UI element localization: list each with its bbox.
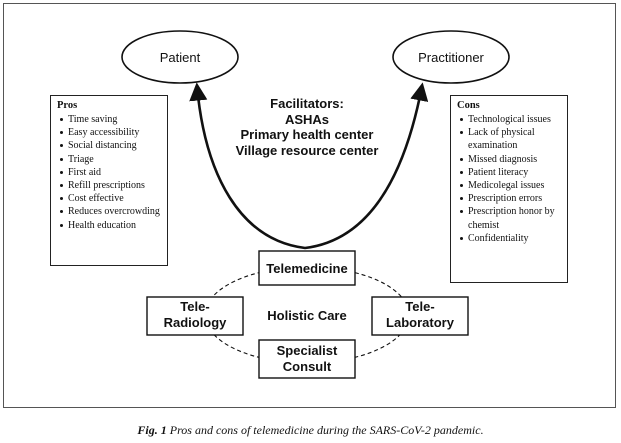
teleradiology-label-line1: Tele- <box>180 299 209 314</box>
practitioner-ellipse <box>392 30 510 84</box>
patient-ellipse <box>121 30 239 84</box>
pros-item: Refill prescriptions <box>60 179 161 192</box>
facilitator-item: ASHAs <box>284 111 330 127</box>
pros-list: Time saving Easy accessibility Social di… <box>57 113 161 232</box>
holistic-care-label: Holistic Care <box>267 308 346 323</box>
pros-heading: Pros <box>57 100 78 111</box>
pros-item: First aid <box>60 166 161 179</box>
u-curve-arrow <box>189 82 429 250</box>
pros-box: Pros Time saving Easy accessibility Soci… <box>50 95 168 266</box>
facilitators-heading: Facilitators: <box>270 96 344 111</box>
specialist-label-line2: Consult <box>283 359 332 374</box>
telemedicine-label: Telemedicine <box>266 261 347 276</box>
cons-item: Prescription honor by <box>460 205 561 218</box>
cons-list: Technological issues Lack of physical ex… <box>457 113 561 245</box>
teleradiology-label-line2: Radiology <box>164 315 228 330</box>
cons-heading: Cons <box>457 100 480 111</box>
cons-item: Prescription errors <box>460 192 561 205</box>
cons-item: Patient literacy <box>460 166 561 179</box>
telelaboratory-box <box>371 296 469 336</box>
telelaboratory-label-line2: Laboratory <box>386 315 455 330</box>
cons-box: Cons Technological issues Lack of physic… <box>450 95 568 283</box>
telelaboratory-label-line1: Tele- <box>405 299 434 314</box>
cons-item-continuation: chemist <box>468 219 500 231</box>
figure-frame <box>3 3 616 408</box>
cons-item: Confidentiality <box>460 232 561 245</box>
figure-caption: Fig. 1 Pros and cons of telemedicine dur… <box>0 423 621 438</box>
specialist-consult-box <box>258 339 356 379</box>
teleradiology-box <box>146 296 244 336</box>
cons-item: Missed diagnosis <box>460 153 561 166</box>
pros-item: Triage <box>60 153 161 166</box>
cons-item-continuation: examination <box>468 140 518 152</box>
cons-item: Technological issues <box>460 113 561 126</box>
pros-item: Easy accessibility <box>60 126 161 139</box>
facilitator-item: Village resource center <box>235 142 379 158</box>
telemedicine-box <box>258 250 356 286</box>
pros-item: Social distancing <box>60 139 161 152</box>
pros-item: Reduces overcrowding <box>60 206 160 218</box>
cons-item: Lack of physical <box>460 126 561 139</box>
pros-item: Health education <box>60 219 161 232</box>
pros-item: Time saving <box>60 113 161 126</box>
facilitator-item: Primary health center <box>240 127 374 142</box>
facilitators-block: Facilitators: ASHAs Primary health cente… <box>207 96 407 158</box>
patient-label: Patient <box>160 50 201 65</box>
figure-label: Fig. 1 <box>137 423 167 437</box>
cons-item: Medicolegal issues <box>460 179 561 192</box>
practitioner-label: Practitioner <box>418 50 484 65</box>
specialist-label-line1: Specialist <box>277 343 338 358</box>
figure-caption-text: Pros and cons of telemedicine during the… <box>169 423 484 437</box>
pros-item: Cost effective <box>60 192 161 205</box>
